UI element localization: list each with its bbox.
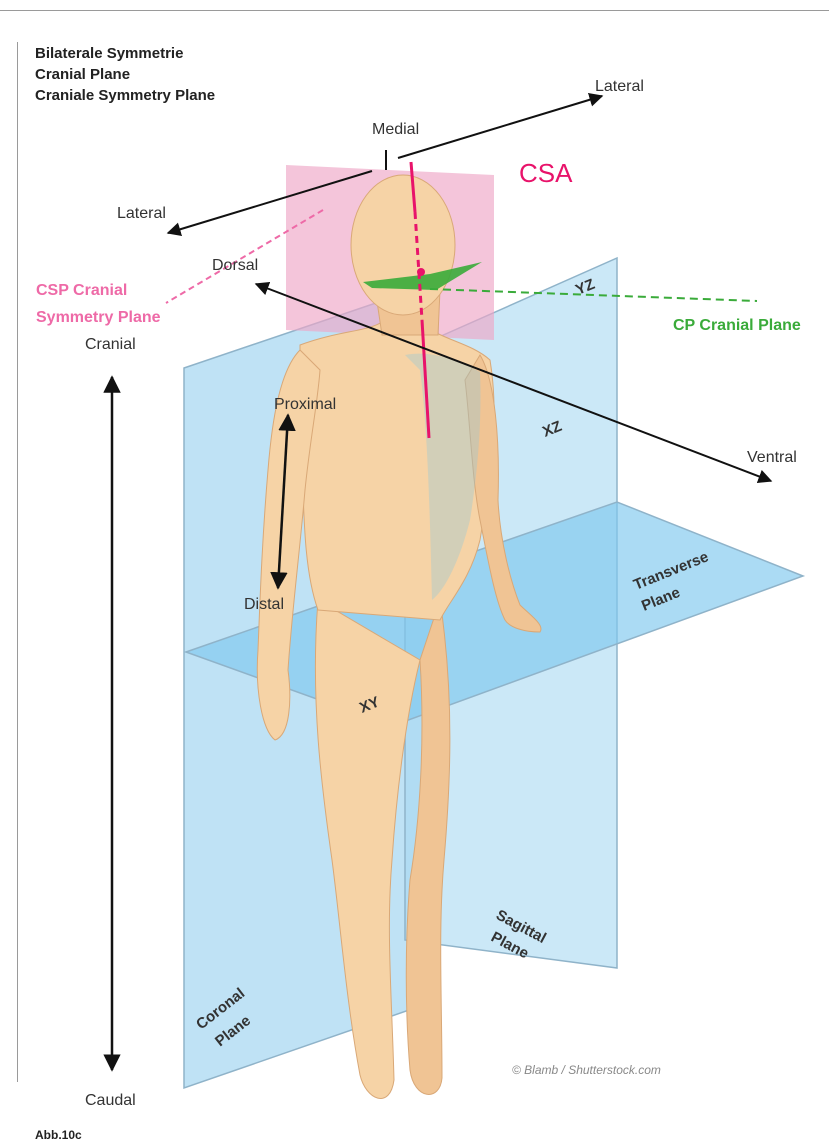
lateral-right-arrow xyxy=(398,96,602,158)
credit-label: © Blamb / Shutterstock.com xyxy=(512,1063,661,1077)
caudal-label: Caudal xyxy=(85,1092,136,1109)
proximal-label: Proximal xyxy=(274,396,336,413)
lateral-right-label: Lateral xyxy=(595,78,644,95)
figure-label: Abb.10c xyxy=(35,1128,82,1142)
cranial-label: Cranial xyxy=(85,336,136,353)
csp-label-line-2: Symmetry Plane xyxy=(36,309,161,326)
dorsal-label: Dorsal xyxy=(212,257,258,274)
medial-label: Medial xyxy=(372,121,419,138)
csa-center-dot xyxy=(417,268,425,276)
csp-label-line-1: CSP Cranial xyxy=(36,282,127,299)
lateral-left-label: Lateral xyxy=(117,205,166,222)
ventral-label: Ventral xyxy=(747,449,797,466)
distal-label: Distal xyxy=(244,596,284,613)
cp-label: CP Cranial Plane xyxy=(673,317,801,334)
csa-label: CSA xyxy=(519,158,573,188)
